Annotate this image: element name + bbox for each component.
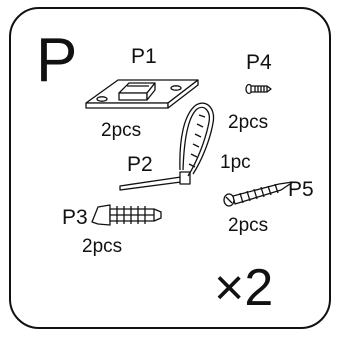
part-p4-code: P4: [246, 51, 272, 74]
part-p3-qty: 2pcs: [82, 236, 123, 257]
part-p1-code: P1: [131, 45, 157, 68]
wall-anchor-icon: [91, 204, 162, 226]
part-p2-qty: 1pc: [220, 152, 251, 173]
cable-tie-icon: [119, 102, 215, 191]
parts-panel: [9, 7, 331, 329]
small-screw-icon: [245, 83, 272, 95]
bracket-icon: [85, 79, 199, 109]
set-multiplier: ×2: [214, 259, 274, 317]
wood-screw-icon: [223, 181, 294, 207]
part-p5-code: P5: [288, 178, 314, 201]
part-p3-code: P3: [62, 206, 88, 229]
section-letter: P: [36, 26, 78, 95]
part-p4-qty: 2pcs: [228, 112, 269, 133]
part-p1-qty: 2pcs: [101, 120, 142, 141]
part-p2-code: P2: [127, 153, 153, 176]
part-p5-qty: 2pcs: [228, 215, 269, 236]
